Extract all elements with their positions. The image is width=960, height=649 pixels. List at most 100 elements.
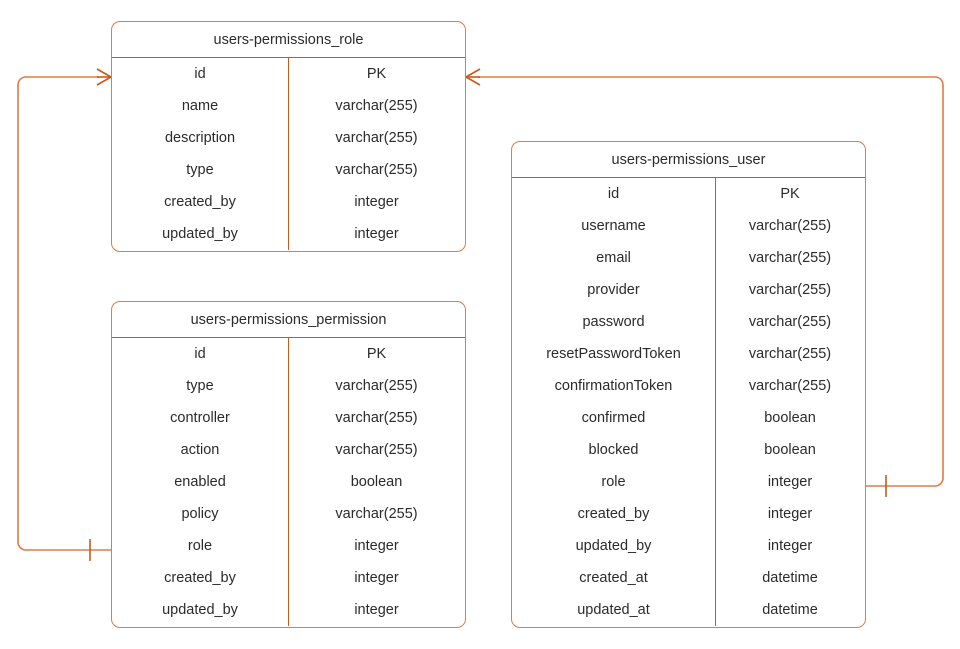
column-type: integer: [354, 602, 399, 618]
table-row: created_by integer: [112, 562, 465, 594]
table-row: created_at datetime: [512, 562, 865, 594]
crowfoot-marker-role-right: [465, 68, 481, 86]
table-row: action varchar(255): [112, 434, 465, 466]
column-type: boolean: [350, 474, 403, 490]
column-type: integer: [767, 474, 813, 490]
entity-columns: id PK username varchar(255) email varcha…: [512, 178, 865, 626]
column-type: varchar(255): [335, 130, 418, 146]
table-row: id PK: [112, 58, 465, 90]
column-field: updated_at: [577, 602, 650, 618]
column-field: description: [164, 130, 236, 146]
column-field: enabled: [174, 474, 226, 490]
table-row: confirmed boolean: [512, 402, 865, 434]
column-field: confirmationToken: [554, 378, 673, 394]
entity-users-permissions_user[interactable]: users-permissions_user id PK username va…: [511, 141, 866, 628]
column-field: provider: [587, 282, 640, 298]
column-type: integer: [354, 538, 399, 554]
column-field: created_by: [164, 194, 236, 210]
column-type: varchar(255): [335, 442, 418, 458]
column-type: PK: [366, 346, 387, 362]
column-field: blocked: [588, 442, 639, 458]
column-type: PK: [366, 66, 387, 82]
column-type: integer: [767, 538, 813, 554]
column-type: varchar(255): [748, 314, 832, 330]
column-divider: [288, 58, 289, 250]
column-type: varchar(255): [748, 218, 832, 234]
column-type: integer: [354, 194, 399, 210]
entity-title: users-permissions_user: [512, 142, 865, 178]
column-field: type: [186, 162, 214, 178]
column-type: varchar(255): [748, 378, 832, 394]
column-type: boolean: [764, 442, 816, 458]
table-row: type varchar(255): [112, 370, 465, 402]
table-row: created_by integer: [512, 498, 865, 530]
table-row: created_by integer: [112, 186, 465, 218]
column-field: updated_by: [162, 602, 238, 618]
column-field: name: [181, 98, 219, 114]
column-field: role: [187, 538, 213, 554]
column-field: id: [607, 186, 620, 202]
column-field: id: [194, 66, 206, 82]
table-row: password varchar(255): [512, 306, 865, 338]
column-field: controller: [170, 410, 230, 426]
column-field: updated_by: [162, 226, 238, 242]
entity-users-permissions_permission[interactable]: users-permissions_permission id PK type …: [111, 301, 466, 628]
entity-title: users-permissions_role: [112, 22, 465, 58]
column-field: updated_by: [575, 538, 652, 554]
column-type: varchar(255): [335, 98, 418, 114]
edge-permission-role: [17, 76, 111, 551]
table-row: type varchar(255): [112, 154, 465, 186]
table-row: updated_by integer: [512, 530, 865, 562]
column-type: datetime: [762, 570, 818, 586]
column-field: policy: [181, 506, 219, 522]
entity-users-permissions_role[interactable]: users-permissions_role id PK name varcha…: [111, 21, 466, 252]
column-type: varchar(255): [748, 282, 832, 298]
column-field: action: [180, 442, 220, 458]
column-field: password: [582, 314, 645, 330]
column-type: varchar(255): [748, 346, 832, 362]
column-field: resetPasswordToken: [546, 346, 681, 362]
column-field: role: [601, 474, 626, 490]
column-divider: [288, 338, 289, 626]
table-row: updated_by integer: [112, 218, 465, 250]
column-type: PK: [780, 186, 800, 202]
column-field: id: [194, 346, 206, 362]
table-row: updated_by integer: [112, 594, 465, 626]
table-row: confirmationToken varchar(255): [512, 370, 865, 402]
table-row: provider varchar(255): [512, 274, 865, 306]
table-row: role integer: [512, 466, 865, 498]
table-row: name varchar(255): [112, 90, 465, 122]
table-row: username varchar(255): [512, 210, 865, 242]
table-row: updated_at datetime: [512, 594, 865, 626]
entity-columns: id PK type varchar(255) controller varch…: [112, 338, 465, 626]
table-row: controller varchar(255): [112, 402, 465, 434]
table-row: id PK: [112, 338, 465, 370]
column-type: integer: [354, 570, 399, 586]
table-row: description varchar(255): [112, 122, 465, 154]
entity-title: users-permissions_permission: [112, 302, 465, 338]
table-row: blocked boolean: [512, 434, 865, 466]
table-row: email varchar(255): [512, 242, 865, 274]
entity-columns: id PK name varchar(255) description varc…: [112, 58, 465, 250]
table-row: resetPasswordToken varchar(255): [512, 338, 865, 370]
column-field: created_at: [579, 570, 648, 586]
table-row: role integer: [112, 530, 465, 562]
column-field: confirmed: [581, 410, 646, 426]
table-row: id PK: [512, 178, 865, 210]
column-divider: [715, 178, 716, 626]
column-type: integer: [354, 226, 399, 242]
column-field: username: [581, 218, 646, 234]
column-field: email: [596, 250, 631, 266]
table-row: enabled boolean: [112, 466, 465, 498]
column-field: created_by: [164, 570, 236, 586]
column-field: created_by: [577, 506, 650, 522]
column-type: varchar(255): [335, 162, 418, 178]
column-type: varchar(255): [335, 378, 418, 394]
column-field: type: [186, 378, 214, 394]
table-row: policy varchar(255): [112, 498, 465, 530]
column-type: boolean: [764, 410, 816, 426]
crowfoot-marker-role-left: [96, 68, 112, 86]
column-type: varchar(255): [335, 410, 418, 426]
column-type: integer: [767, 506, 813, 522]
